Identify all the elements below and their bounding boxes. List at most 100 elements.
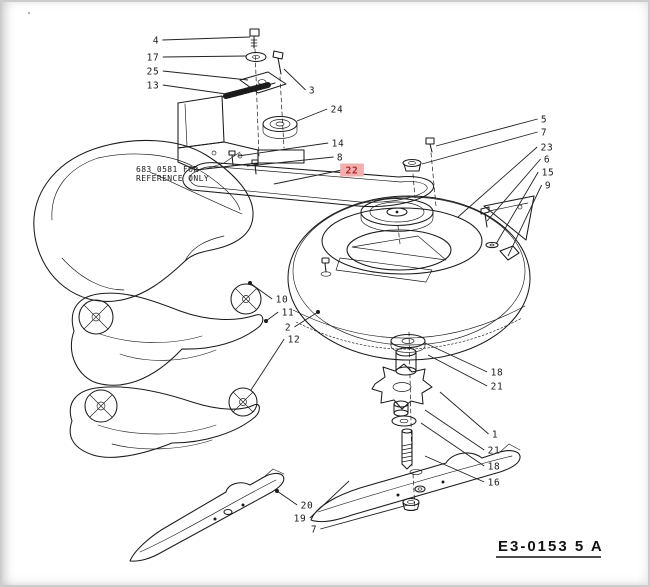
callout-9[interactable]: 9 [545, 181, 551, 192]
callout-7[interactable]: 7 [311, 525, 317, 536]
doc-code-text: E3-0153 5 A [498, 538, 604, 555]
stud-6 [480, 206, 490, 215]
bearing-18-top [390, 333, 426, 349]
deck-bracket [483, 195, 535, 241]
wheel [84, 389, 118, 423]
washer-15 [485, 241, 499, 249]
callout-22[interactable]: 22 [346, 166, 359, 177]
shell-11 [70, 292, 264, 386]
leader-dot-11 [264, 319, 268, 323]
leader-line-11 [265, 311, 279, 322]
spindle-assembly [371, 333, 433, 475]
callout-7[interactable]: 7 [541, 128, 547, 139]
leader-dot-20 [275, 489, 279, 493]
leader-line-23 [457, 146, 538, 218]
blade-long [310, 450, 521, 523]
idler-bracket-hardware [177, 28, 305, 175]
wheel [228, 387, 258, 417]
spacer-21-bottom [393, 400, 409, 408]
bearing-18-bottom [391, 415, 417, 427]
callout-8[interactable]: 8 [337, 153, 343, 164]
leader-line-6 [486, 158, 541, 222]
bolt-5 [425, 137, 435, 145]
leader-line-9 [507, 184, 543, 257]
callout-21[interactable]: 21 [491, 382, 504, 393]
leader-line-13 [162, 84, 227, 95]
callout-19[interactable]: 19 [294, 514, 307, 525]
leader-line-7 [320, 504, 409, 530]
callout-11[interactable]: 11 [282, 308, 295, 319]
bolt-3 [272, 50, 284, 60]
callout-18[interactable]: 18 [488, 462, 501, 473]
callout-3[interactable]: 3 [309, 86, 315, 97]
leader-line-2 [294, 311, 319, 328]
leader-line-16 [424, 455, 485, 483]
note-leader [205, 151, 241, 170]
callout-2[interactable]: 2 [285, 323, 291, 334]
leader-line-24 [296, 108, 328, 122]
callout-17[interactable]: 17 [147, 53, 160, 64]
leader-line-15 [495, 171, 539, 245]
wheel [78, 299, 114, 335]
bolt-4 [249, 28, 260, 37]
leader-line-17 [162, 55, 247, 58]
deflector-chutes [33, 139, 264, 458]
spindle-housing-1 [371, 363, 433, 410]
deck-mount-hardware [402, 137, 435, 172]
callout-16[interactable]: 16 [488, 478, 501, 489]
callout-20[interactable]: 20 [301, 501, 314, 512]
callout-12[interactable]: 12 [288, 335, 301, 346]
callout-23[interactable]: 23 [541, 143, 554, 154]
leader-line-5 [435, 118, 538, 147]
leader-line-8 [246, 156, 334, 167]
callout-1[interactable]: 1 [492, 430, 498, 441]
callout-4[interactable]: 4 [153, 36, 159, 47]
leader-line-4 [162, 36, 251, 41]
callout-10[interactable]: 10 [276, 295, 289, 306]
doc-code: E3-0153 5 A [496, 538, 604, 558]
blade-short [129, 472, 285, 562]
bolt-14 [228, 150, 236, 156]
callout-24[interactable]: 24 [331, 105, 344, 116]
callout-14[interactable]: 14 [332, 139, 345, 150]
reference-note-line1: 683_0581 FOR [136, 165, 199, 174]
leader-line-18 [420, 422, 485, 467]
leader-line-14 [237, 142, 329, 157]
leader-line-19 [309, 480, 350, 519]
leader-line-7 [421, 131, 538, 165]
leader-line-22 [273, 169, 343, 185]
leader-line-12 [250, 338, 285, 391]
callout-18[interactable]: 18 [491, 368, 504, 379]
callout-21[interactable]: 21 [488, 446, 501, 457]
callout-6[interactable]: 6 [544, 155, 550, 166]
leader-dot-2 [316, 310, 320, 314]
leader-line-21 [427, 354, 488, 387]
scan-speck [28, 12, 30, 14]
callout-15[interactable]: 15 [542, 168, 555, 179]
chute-10 [33, 139, 254, 302]
blades [129, 443, 521, 562]
callout-5[interactable]: 5 [541, 115, 547, 126]
spring-13 [223, 82, 271, 99]
shaft-16 [401, 428, 413, 434]
leader-line-20 [276, 490, 298, 506]
callout-13[interactable]: 13 [147, 81, 160, 92]
washer-17 [245, 51, 267, 63]
leader-line-3 [283, 68, 306, 91]
highlighted-callout-box [340, 163, 364, 177]
deck-drawing [287, 195, 535, 361]
leader-line-10 [249, 282, 273, 300]
leader-line-25 [162, 70, 249, 81]
clip-9 [499, 245, 520, 261]
leader-line-1 [439, 391, 489, 435]
callout-25[interactable]: 25 [147, 67, 160, 78]
blade-nut-7 [402, 497, 420, 507]
flange-nut-7 [402, 158, 422, 168]
pulley-24 [262, 115, 298, 133]
deck-outer-rim [287, 195, 531, 361]
leader-dot-10 [248, 281, 252, 285]
shell-12 [69, 386, 260, 458]
